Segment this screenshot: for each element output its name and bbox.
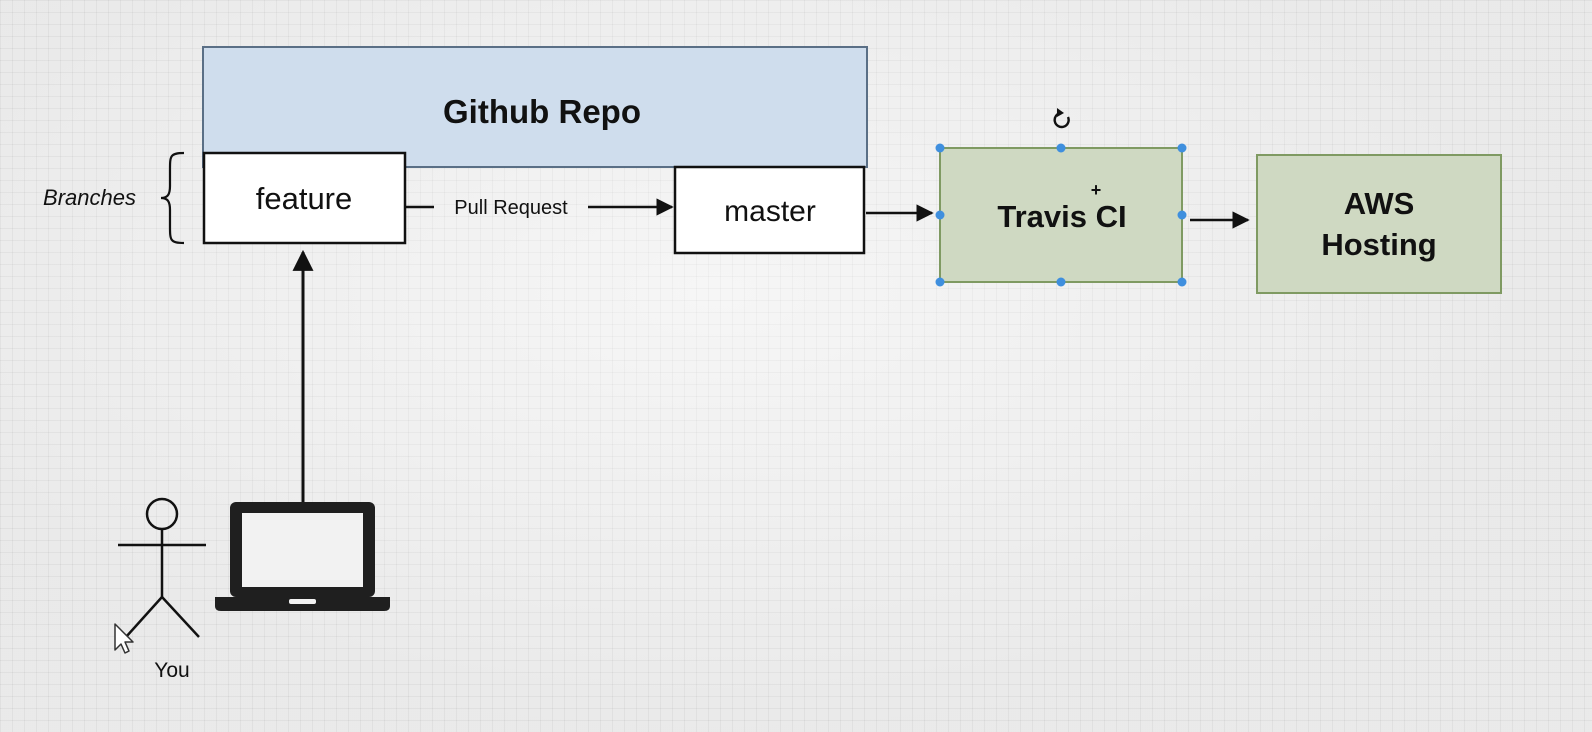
branches-label: Branches: [43, 185, 136, 210]
travis-ci-box[interactable]: Travis CI +: [939, 147, 1183, 283]
handle-top-right[interactable]: [1177, 143, 1187, 153]
branches-brace: [160, 151, 185, 245]
github-repo-container[interactable]: Github Repo: [202, 46, 868, 168]
handle-left[interactable]: [935, 210, 945, 220]
handle-bottom-left[interactable]: [935, 277, 945, 287]
handle-right[interactable]: [1177, 210, 1187, 220]
rotate-icon[interactable]: [1053, 108, 1070, 129]
you-label: You: [154, 659, 189, 682]
master-label: master: [724, 195, 816, 228]
pull-request-label: Pull Request: [454, 197, 568, 219]
selection-handles[interactable]: [935, 143, 1187, 287]
feature-branch-box[interactable]: feature: [202, 151, 407, 245]
person-icon[interactable]: [118, 497, 206, 638]
master-branch-box[interactable]: master: [673, 165, 866, 255]
aws-line2: Hosting: [1321, 227, 1436, 262]
travis-label: Travis CI: [997, 199, 1126, 234]
repo-title: Github Repo: [443, 93, 641, 130]
handle-bottom[interactable]: [1056, 277, 1066, 287]
feature-label: feature: [256, 181, 353, 216]
mouse-cursor-icon: [114, 623, 134, 654]
laptop-icon[interactable]: [215, 502, 390, 611]
pull-request-arrow[interactable]: Pull Request: [405, 197, 674, 219]
handle-top-left[interactable]: [935, 143, 945, 153]
aws-line1: AWS: [1344, 186, 1415, 221]
aws-hosting-box[interactable]: AWS Hosting: [1256, 154, 1502, 294]
center-plus-icon: +: [1091, 180, 1102, 200]
handle-bottom-right[interactable]: [1177, 277, 1187, 287]
handle-top[interactable]: [1056, 143, 1066, 153]
